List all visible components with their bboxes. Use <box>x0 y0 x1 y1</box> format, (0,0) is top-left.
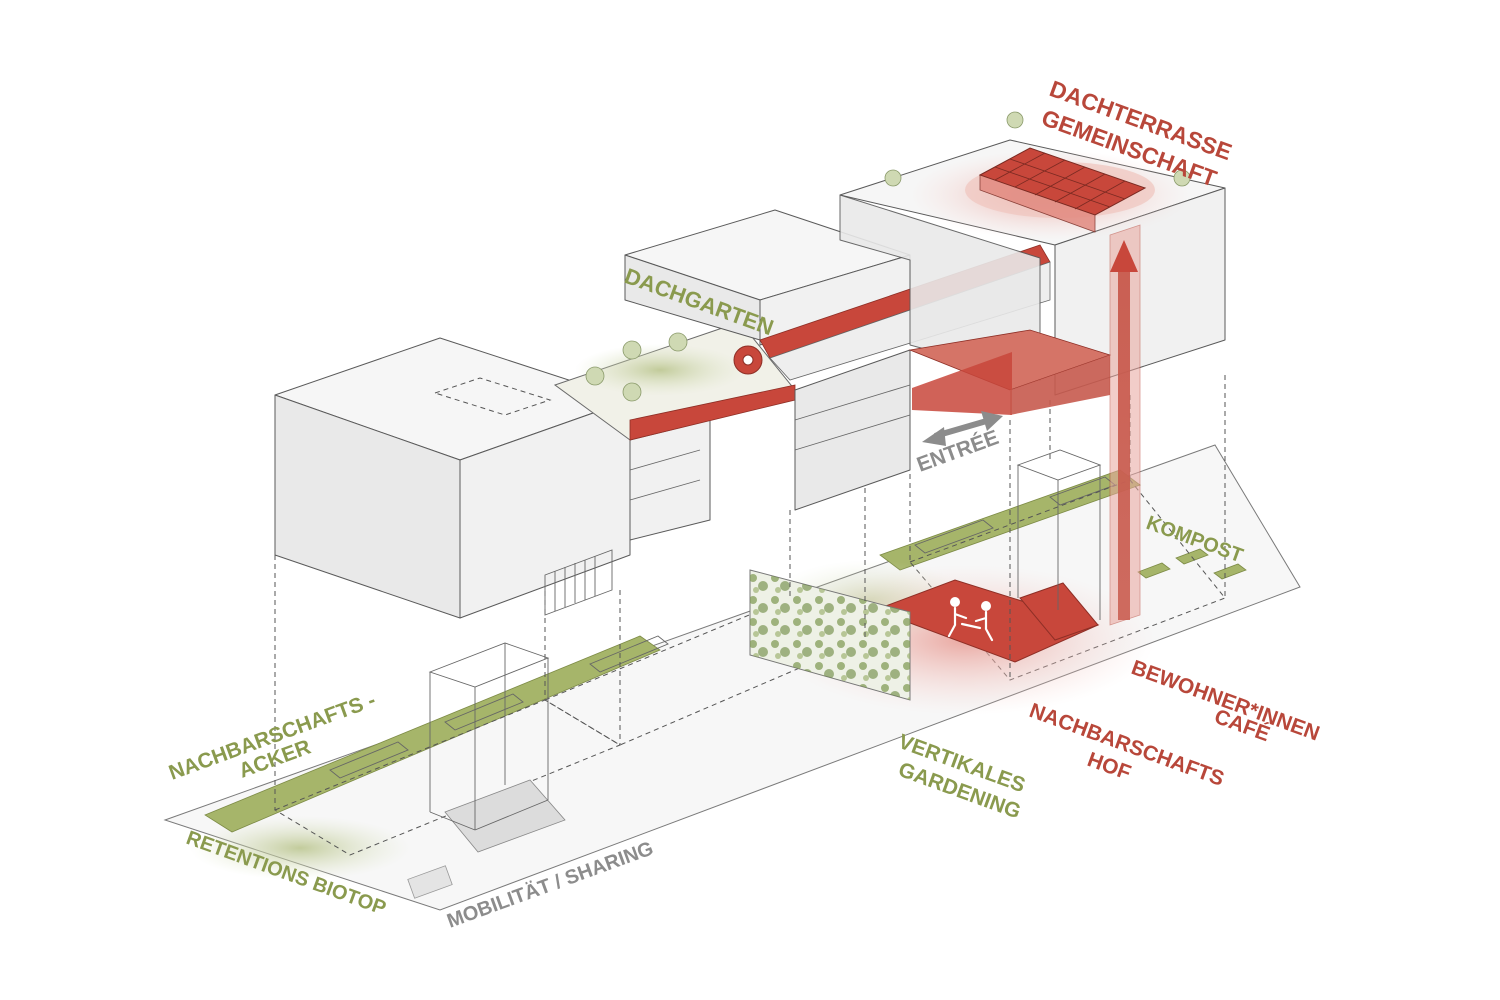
label-cafe-1: BEWOHNER*INNEN <box>1128 656 1322 745</box>
vertical-garden-panel <box>749 569 911 701</box>
cafe-people-icon <box>947 597 994 642</box>
mobility-tower <box>428 642 550 831</box>
entrance-floor <box>908 329 1112 415</box>
retention-biotope-patch <box>190 816 410 880</box>
entree-double-arrow-icon <box>922 411 1003 446</box>
ground-plane <box>163 444 1301 911</box>
label-entree: ENTRÉE <box>914 426 1002 477</box>
vertical-arrow-icon <box>1110 240 1138 620</box>
acker-strip <box>204 635 661 833</box>
building-a <box>274 337 631 619</box>
projection-lines <box>274 375 1226 810</box>
greenhouse <box>978 147 1147 233</box>
hof-wireframe <box>1016 449 1102 620</box>
building-b <box>624 209 911 511</box>
